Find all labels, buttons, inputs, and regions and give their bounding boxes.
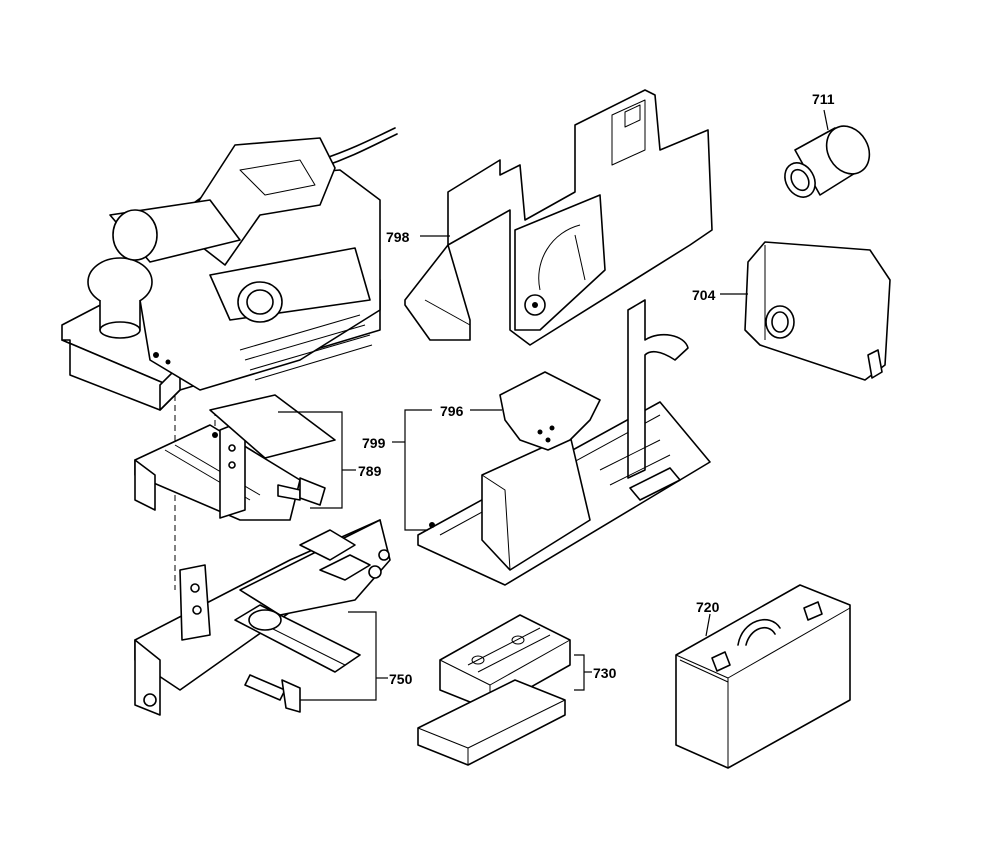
callout-720: 720	[696, 599, 720, 637]
label-799: 799	[362, 435, 386, 451]
part-798-plate	[404, 89, 713, 346]
part-720-case	[675, 584, 851, 769]
part-799-stand	[417, 299, 711, 586]
label-720: 720	[696, 599, 720, 615]
part-796-bracket	[499, 371, 601, 451]
callout-750: 750	[300, 611, 413, 701]
callout-789: 789	[278, 411, 382, 509]
part-711-adapter	[784, 125, 871, 198]
label-798: 798	[386, 229, 410, 245]
callout-798: 798	[386, 229, 450, 245]
planer-tool	[61, 127, 398, 590]
part-789-guide	[134, 394, 336, 521]
part-704-dustbag	[744, 241, 891, 381]
label-796: 796	[440, 403, 464, 419]
label-730: 730	[593, 665, 617, 681]
callout-796: 796	[440, 403, 502, 419]
label-789: 789	[358, 463, 382, 479]
callout-711: 711	[812, 91, 835, 131]
callout-704: 704	[692, 287, 748, 303]
label-704: 704	[692, 287, 716, 303]
callout-799: 799	[362, 409, 432, 531]
part-750-fence	[134, 519, 391, 716]
label-711: 711	[812, 91, 835, 107]
label-750: 750	[389, 671, 413, 687]
callout-730: 730	[574, 654, 617, 691]
part-730-whetstone	[417, 614, 571, 766]
